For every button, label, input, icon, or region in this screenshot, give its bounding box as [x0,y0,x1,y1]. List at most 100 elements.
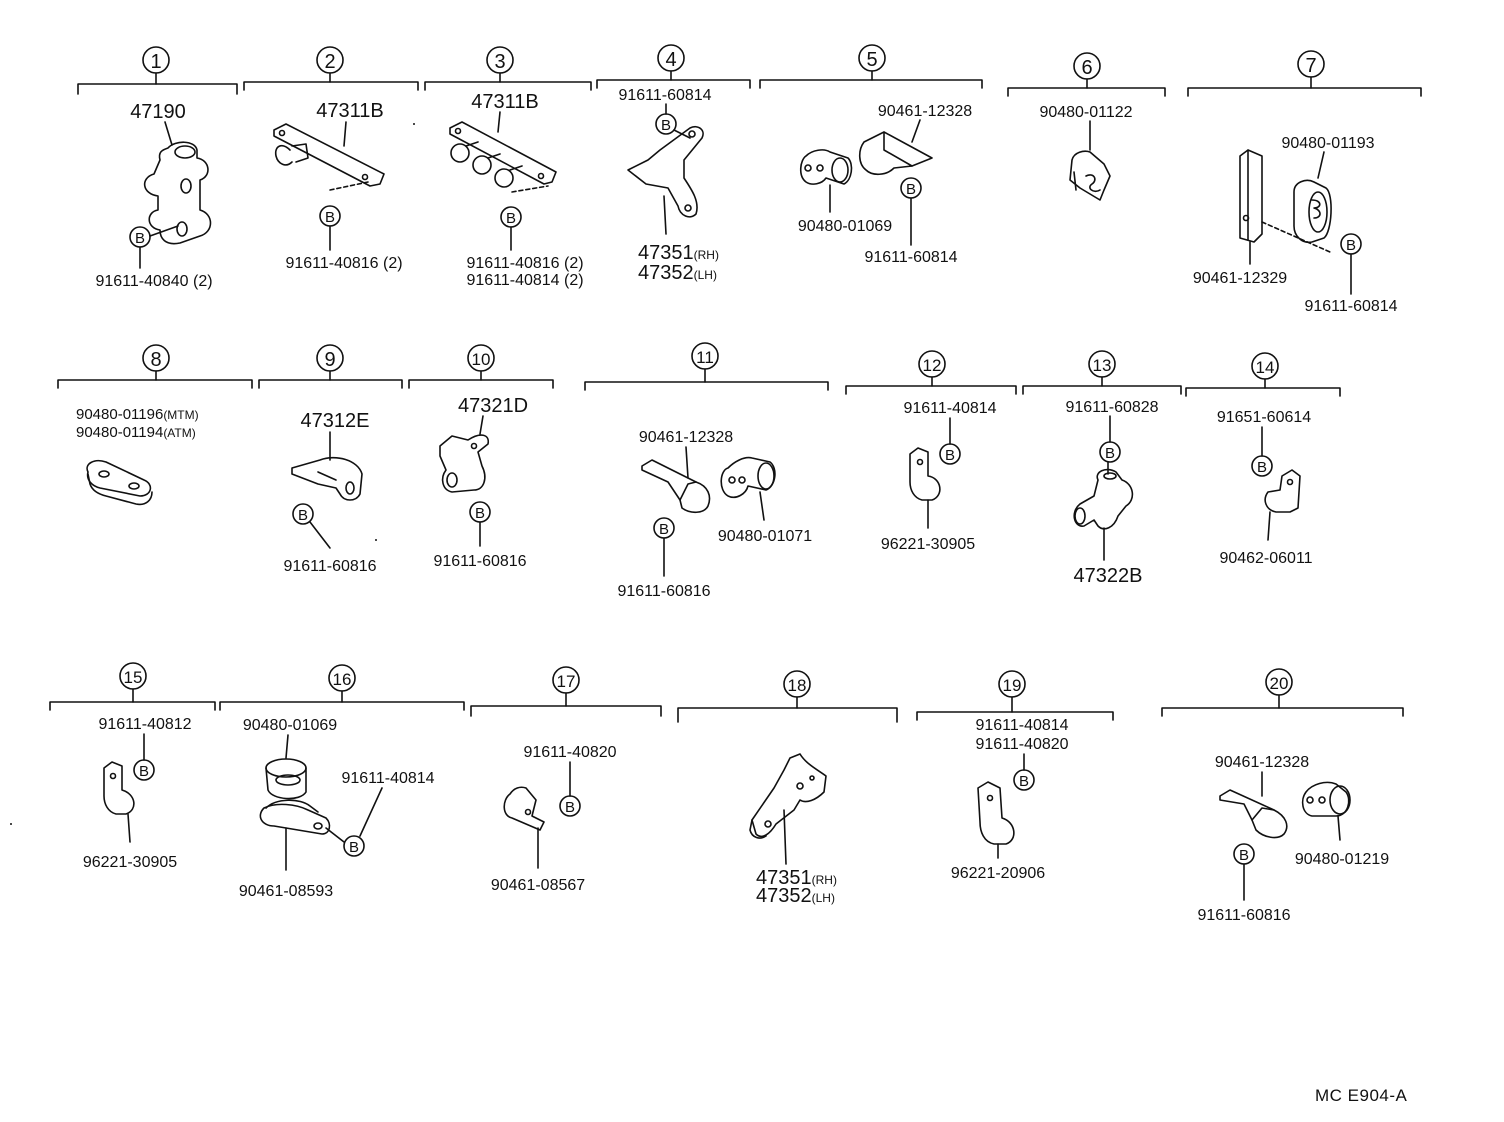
group-number: 10 [472,350,491,369]
group-number: 16 [333,670,352,689]
part-label: 90462-06011 [1219,550,1312,567]
part-label: 47351(RH) [756,867,837,889]
bolt-b-icon [939,443,961,465]
part-label: 91611-40812 [98,716,191,733]
group-3: 3 47311B B 91611-40816 (2) 91611-40814 (… [424,46,592,289]
group-15: 15 91611-40812 B 96221-30905 [49,662,216,871]
bolt-b-icon [292,503,314,525]
svg-text:B: B [298,507,308,524]
group-number: 11 [696,348,714,367]
bolt-b-icon [343,835,365,857]
group-1: 1 47190 B 91611-40840 (2) [77,46,238,290]
part-label: 96221-30905 [881,536,975,553]
part-label: 90461-08567 [491,877,585,894]
part-label: 91611-40820 [523,744,616,761]
group-number: 17 [557,672,576,691]
part-label: 91611-60816 [1197,907,1290,924]
part-label: 90461-12328 [1215,754,1309,771]
part-label: 91611-60816 [433,553,526,570]
part-label: 90480-01122 [1039,104,1132,121]
group-13: 13 91611-60828 B 47322B [1022,350,1182,587]
part-label: 90461-12328 [639,429,733,446]
part-label: 91611-40840 (2) [95,273,212,290]
part-label: 91611-40816 (2) [285,255,402,272]
part-label: 90480-01196(MTM) [76,406,199,423]
group-16: 16 90480-01069 91611-40814 B 90461-08593 [219,664,465,900]
svg-text:B: B [1019,773,1029,790]
group-9: 9 47312E B 91611-60816 [258,344,403,575]
part-label: 90461-08593 [239,883,333,900]
group-number: 9 [324,349,335,371]
bolt-b-icon [1251,455,1273,477]
group-number: 1 [150,51,161,73]
part-label: 90480-01069 [243,717,337,734]
svg-text:B: B [325,209,335,226]
bolt-b-icon [1099,441,1121,463]
group-number: 7 [1305,55,1316,77]
svg-text:B: B [1105,445,1115,462]
svg-text:B: B [661,117,671,134]
group-5: 5 90461-12328 90480-01069 B 91611-60814 [759,44,983,266]
bolt-b-icon [1013,769,1035,791]
group-11: 11 90461-12328 90480-01071 B 91611-60816 [584,342,829,600]
part-label: 90461-12328 [878,103,972,120]
svg-text:B: B [1346,237,1356,254]
part-label: 47311B [316,100,383,122]
part-label: 91611-40814 (2) [466,272,583,289]
svg-text:B: B [565,799,575,816]
part-label: 90480-01069 [798,218,892,235]
part-label: 47312E [301,410,370,432]
bolt-b-icon [559,795,581,817]
group-4: 4 91611-60814 B 47351(RH) 47352(LH) [596,44,751,284]
figure-code: MC E904-A [1315,1086,1408,1105]
part-label: 90480-01194(ATM) [76,424,196,441]
part-label: 91611-40814 [341,770,434,787]
part-label: 91611-60814 [864,249,957,266]
part-label: 91611-60828 [1065,399,1158,416]
svg-text:B: B [349,839,359,856]
part-label: 47190 [130,101,186,123]
svg-text:B: B [1239,847,1249,864]
group-number: 13 [1093,356,1112,375]
part-label: 47321D [458,395,528,417]
svg-text:B: B [945,447,955,464]
group-number: 2 [324,51,335,73]
group-number: 15 [124,668,143,687]
part-label: 90480-01071 [718,528,812,545]
part-label: 90480-01219 [1295,851,1389,868]
bolt-b-icon [133,759,155,781]
part-label: 47311B [471,91,538,113]
group-18: 18 47351(RH) 47352(LH) [677,670,898,907]
group-2: 2 47311B B 91611-40816 (2) [243,46,419,272]
group-17: 17 91611-40820 B 90461-08567 [470,666,662,894]
part-label: 47322B [1074,565,1143,587]
group-number: 19 [1003,676,1022,695]
part-label: 47352(LH) [638,262,717,284]
svg-text:B: B [659,521,669,538]
part-label: 91611-60816 [617,583,710,600]
part-label: 91611-60814 [1304,298,1397,315]
group-8: 8 90480-01196(MTM) 90480-01194(ATM) [57,344,253,506]
group-7: 7 90480-01193 90461-12329 B 91611-60814 [1187,50,1422,315]
svg-text:B: B [906,181,916,198]
group-number: 12 [923,356,942,375]
part-label: 91611-40816 (2) [466,255,583,272]
part-label: 91651-60614 [1217,409,1311,426]
group-number: 5 [866,49,877,71]
group-20: 20 90461-12328 90480-01219 B 91611-60816 [1161,668,1404,924]
group-12: 12 91611-40814 B 96221-30905 [845,350,1017,553]
part-label: 91611-60814 [618,87,711,104]
svg-text:B: B [1257,459,1267,476]
svg-text:B: B [135,230,145,247]
part-label: 91611-40814 [975,717,1068,734]
part-label: 47351(RH) [638,242,719,264]
group-10: 10 47321D B 91611-60816 [408,344,554,570]
part-label: 90461-12329 [1193,270,1287,287]
group-19: 19 91611-40814 91611-40820 B 96221-20906 [916,670,1114,882]
group-number: 4 [665,49,676,71]
group-number: 18 [788,676,807,695]
part-label: 91611-60816 [283,558,376,575]
group-number: 3 [494,51,505,73]
part-label: 91611-40814 [903,400,996,417]
part-label: 96221-30905 [83,854,177,871]
